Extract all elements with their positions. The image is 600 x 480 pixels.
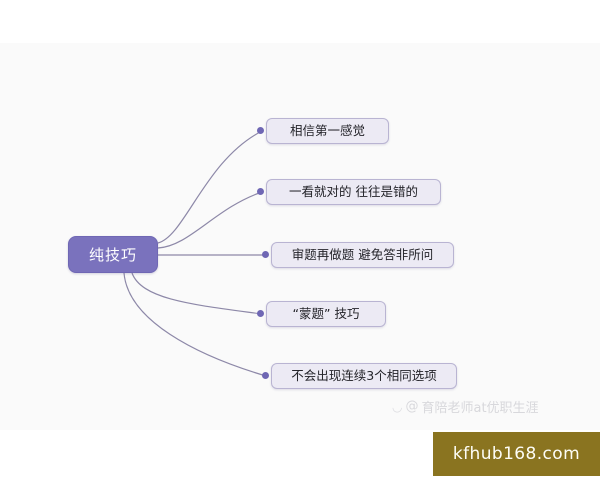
connector-dot-5 [262, 372, 269, 379]
mindmap-topic-1[interactable]: 相信第一感觉 [266, 118, 389, 144]
mindmap-root-node[interactable]: 纯技巧 [68, 236, 158, 273]
mindmap-topic-5[interactable]: 不会出现连续3个相同选项 [271, 363, 457, 389]
site-url-banner: kfhub168.com [433, 432, 600, 476]
mindmap-topic-3[interactable]: 审题再做题 避免答非所问 [271, 242, 454, 268]
connector-dot-2 [257, 188, 264, 195]
mindmap-topic-label: “蒙题” 技巧 [292, 305, 360, 321]
connector-dot-4 [257, 310, 264, 317]
watermark-text: 育陪老师at优职生涯 [421, 401, 539, 416]
mindmap-topic-label: 一看就对的 往往是错的 [289, 183, 418, 199]
connector-dot-1 [257, 127, 264, 134]
site-url-label: kfhub168.com [452, 444, 581, 464]
author-watermark: ◡ @ 育陪老师at优职生涯 [392, 397, 539, 416]
mindmap-topic-4[interactable]: “蒙题” 技巧 [266, 301, 386, 327]
connector-dot-3 [262, 251, 269, 258]
app-logo-icon: ◡ [392, 399, 403, 414]
mindmap-topic-label: 审题再做题 避免答非所问 [291, 246, 434, 262]
mindmap-root-label: 纯技巧 [88, 246, 137, 264]
mindmap-topic-label: 相信第一感觉 [289, 122, 365, 138]
at-symbol: @ [405, 399, 419, 414]
mindmap-topic-label: 不会出现连续3个相同选项 [291, 367, 437, 383]
mindmap-topic-2[interactable]: 一看就对的 往往是错的 [266, 179, 441, 205]
